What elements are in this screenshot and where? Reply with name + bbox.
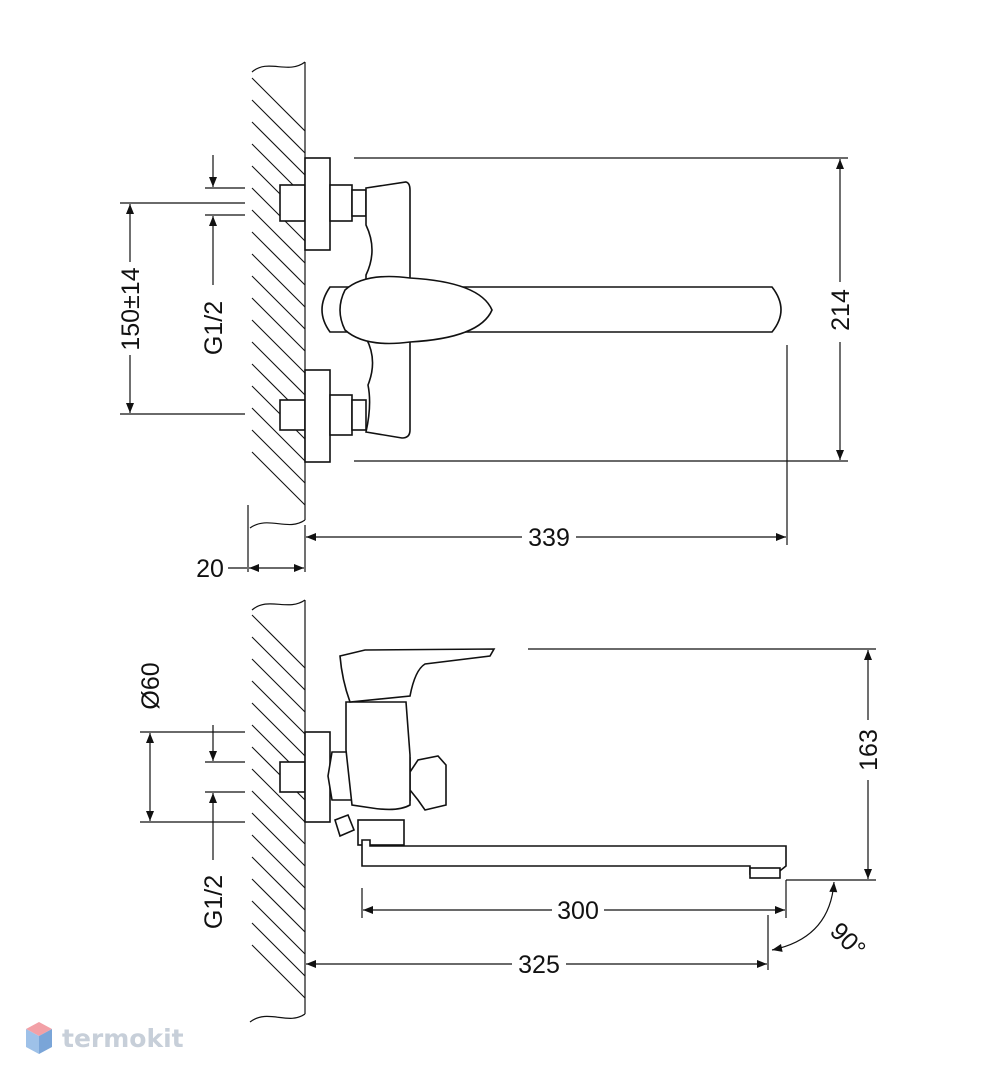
hatch-line [251, 407, 306, 462]
dim-label-339: 339 [528, 524, 570, 552]
hatch-line [251, 790, 306, 845]
hatch-line [251, 121, 306, 176]
dim-label-150: 150±14 [117, 267, 145, 350]
hatch-line [251, 636, 306, 691]
hatch-line [251, 702, 306, 757]
thread-label-side: G1/2 [200, 875, 228, 929]
handle-lever-top [339, 275, 493, 345]
wall-flange-side [304, 731, 331, 823]
hatch-line [251, 341, 306, 396]
hatch-line [251, 319, 306, 374]
side-view: 163 300 325 90° Ø60 G1/2 [137, 599, 883, 1023]
dim-label-d60: Ø60 [137, 662, 165, 709]
hatch-line [251, 900, 306, 955]
aerator-side [749, 867, 781, 879]
dim-label-163: 163 [855, 729, 883, 771]
hatch-line [251, 812, 306, 867]
hatch-line [251, 834, 306, 889]
wall-hatch-top [251, 77, 306, 506]
hatch-line [251, 614, 306, 669]
hatch-line [251, 231, 306, 286]
dim-label-325: 325 [518, 951, 560, 979]
thread-label-top: G1/2 [200, 301, 228, 355]
swivel-collar-side [357, 819, 405, 846]
watermark-text: termokit [62, 1023, 184, 1053]
top-view: 214 339 20 150±14 G1/2 [117, 61, 855, 583]
hatch-line [251, 680, 306, 735]
dim-label-214: 214 [827, 289, 855, 331]
handle-lever-side [339, 648, 496, 703]
upper-connector [279, 157, 367, 251]
hatch-line [251, 944, 306, 999]
cube-logo-icon [26, 1022, 52, 1054]
hatch-line [251, 209, 306, 264]
hatch-line [251, 253, 306, 308]
hatch-line [251, 922, 306, 977]
hatch-line [251, 856, 306, 911]
hatch-line [251, 658, 306, 713]
connector-nipple-side [279, 761, 306, 793]
hatch-line [251, 878, 306, 933]
lower-connector [279, 369, 367, 463]
hatch-line [251, 768, 306, 823]
wall-hatch-side [251, 614, 306, 999]
dim-label-20: 20 [196, 555, 224, 583]
wall-top [249, 61, 306, 529]
rotation-label: 90° [824, 917, 871, 964]
hatch-line [251, 429, 306, 484]
rotation-arc [771, 881, 838, 952]
hatch-line [251, 297, 306, 352]
dim-label-300: 300 [557, 897, 599, 925]
hatch-line [251, 77, 306, 132]
hatch-line [251, 451, 306, 506]
mixer-body-side [345, 701, 411, 811]
hatch-line [251, 187, 306, 242]
spout-side [361, 839, 787, 875]
diverter-knob-side [409, 755, 447, 811]
wall-side [249, 599, 306, 1023]
hatch-line [251, 99, 306, 154]
cap-side [334, 813, 356, 838]
watermark: termokit [24, 1020, 184, 1056]
hatch-line [251, 275, 306, 330]
